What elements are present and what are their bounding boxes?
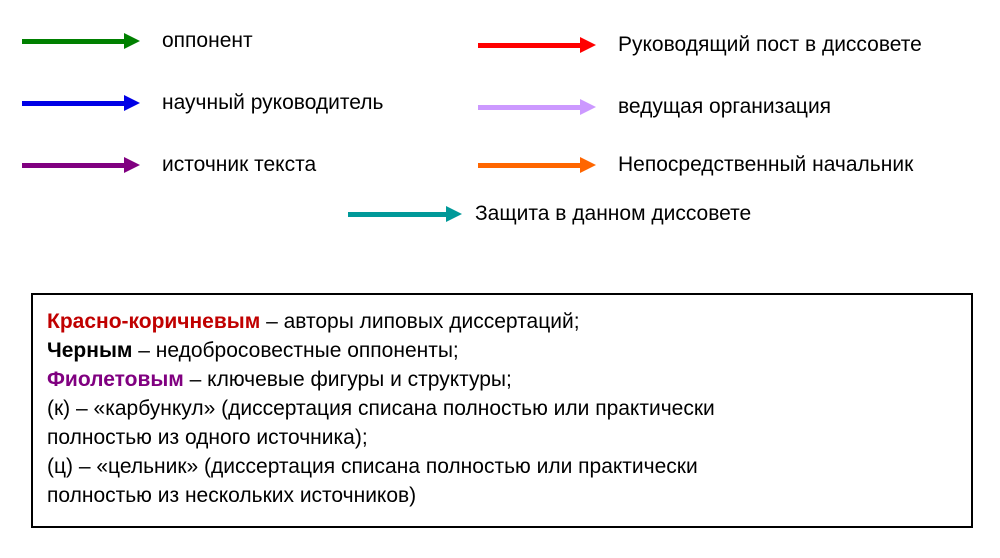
note-text: – авторы липовых диссертаций; (260, 310, 580, 333)
legend-item-text-source: источник текста (22, 152, 316, 178)
arrow-head (580, 99, 596, 115)
note-term-black: Черным (47, 339, 133, 362)
arrow-shaft (478, 104, 581, 110)
note-term-violet: Фиолетовым (47, 368, 184, 391)
arrow-shaft (478, 162, 581, 168)
legend-item-defense-council: Защита в данном диссовете (348, 201, 751, 227)
arrow-head (124, 95, 140, 111)
arrow-head (124, 157, 140, 173)
legend-label-leading-org: ведущая организация (618, 95, 832, 118)
note-line-karbunkul-2: полностью из одного источника); (47, 426, 368, 449)
note-term-red-brown: Красно-коричневым (47, 310, 261, 333)
legend-item-supervisor: научный руководитель (22, 90, 383, 116)
arrow-head (580, 157, 596, 173)
legend-item-opponent: оппонент (22, 28, 253, 54)
note-line-tselnik-1: (ц) – «цельник» (диссертация списана пол… (47, 455, 698, 478)
legend-label-direct-boss: Непосредственный начальник (618, 153, 914, 176)
note-line-tselnik-2: полностью из нескольких источников) (47, 484, 417, 507)
note-line-red-brown: Красно-коричневым – авторы липовых диссе… (47, 307, 957, 336)
legend-item-council-post: Руководящий пост в диссовете (478, 32, 922, 58)
arrow-shaft (22, 162, 125, 168)
leading-org-arrow-icon (478, 98, 596, 116)
note-box: Красно-коричневым – авторы липовых диссе… (31, 293, 973, 528)
legend-label-defense-council: Защита в данном диссовете (475, 202, 752, 225)
note-line-violet: Фиолетовым – ключевые фигуры и структуры… (47, 365, 957, 394)
arrow-head (446, 206, 462, 222)
legend-label-opponent: оппонент (162, 29, 253, 52)
council-post-arrow-icon (478, 36, 596, 54)
arrow-head (580, 37, 596, 53)
note-text: – недобросовестные оппоненты; (132, 339, 459, 362)
legend-item-leading-org: ведущая организация (478, 94, 831, 120)
legend-label-supervisor: научный руководитель (162, 91, 384, 114)
legend-label-council-post: Руководящий пост в диссовете (618, 33, 922, 56)
note-line-karbunkul-1: (к) – «карбункул» (диссертация списана п… (47, 397, 715, 420)
direct-boss-arrow-icon (478, 156, 596, 174)
arrow-shaft (478, 42, 581, 48)
text-source-arrow-icon (22, 156, 140, 174)
arrow-head (124, 33, 140, 49)
arrow-shaft (348, 211, 447, 217)
supervisor-arrow-icon (22, 94, 140, 112)
legend-label-text-source: источник текста (162, 153, 317, 176)
note-line-black: Черным – недобросовестные оппоненты; (47, 336, 957, 365)
note-text: – ключевые фигуры и структуры; (183, 368, 512, 391)
opponent-arrow-icon (22, 32, 140, 50)
arrow-shaft (22, 38, 125, 44)
legend-item-direct-boss: Непосредственный начальник (478, 152, 913, 178)
arrow-shaft (22, 100, 125, 106)
defense-council-arrow-icon (348, 205, 462, 223)
